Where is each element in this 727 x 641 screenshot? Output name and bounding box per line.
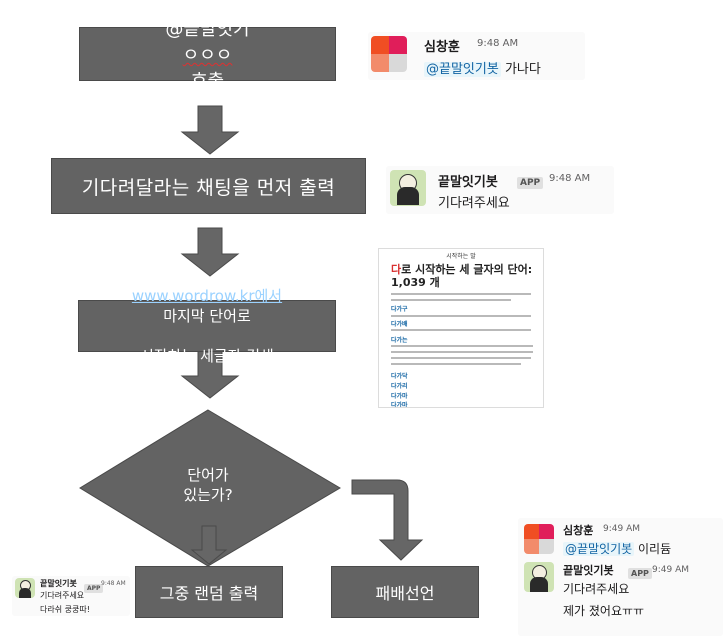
step-call-bot: @끝말잇기 ㅇㅇㅇ 호출	[79, 19, 336, 92]
step3-line1-rest: 마지막 단어로	[163, 307, 251, 325]
chat-bot-result: 끝말잇기봇 APP 9:48 AM 기다려주세요 다라쉬 쿵쿵따!	[12, 576, 130, 616]
shot-entry: 다가마	[391, 393, 408, 400]
arrow-down-1	[180, 105, 240, 155]
chat3-line2: 다라쉬 쿵쿵따!	[40, 605, 90, 614]
chat2-message: 기다려주세요	[438, 196, 510, 211]
chat4-bot-time: 9:49 AM	[652, 565, 689, 575]
step-defeat: 패배선언	[331, 566, 479, 618]
chat1-time: 9:48 AM	[477, 38, 519, 49]
step-search: www.wordrow.kr에서 마지막 단어로 시작하는 세글자 검색	[78, 287, 336, 365]
chat4-line1: 기다려주세요	[563, 582, 630, 596]
arrow-down-2	[180, 227, 240, 277]
step1-suffix: 호출	[190, 71, 225, 92]
chat4-message: @끝말잇기봇 이리듐	[563, 540, 671, 557]
shot-entry: 다가리	[391, 383, 408, 390]
shot-entry: 다가구	[391, 306, 408, 313]
bot-avatar-icon	[524, 562, 554, 592]
step-wait-message: 기다려달라는 채팅을 먼저 출력	[51, 158, 366, 214]
decision-label: 단어가 있는가?	[158, 465, 258, 505]
arrow-no	[351, 479, 424, 561]
step1-squiggle: ㅇㅇㅇ	[182, 45, 233, 66]
avatar-icon	[371, 36, 407, 72]
chat4-name: 심창훈	[563, 524, 594, 537]
shot-entry: 다가닥	[391, 373, 408, 380]
chat1-name: 심창훈	[424, 40, 460, 55]
bot-avatar-icon	[390, 170, 426, 206]
decision-line1: 단어가	[187, 466, 229, 484]
avatar-icon	[524, 524, 554, 554]
chat3-line1: 기다려주세요	[40, 591, 85, 600]
chat2-app-badge: APP	[517, 176, 544, 189]
bot-avatar-icon	[15, 578, 35, 598]
shot-entry: 다가배	[391, 321, 408, 328]
chat4-text: 이리듐	[634, 542, 672, 556]
wordrow-search-screenshot: 시작하는 말 다로 시작하는 세 글자의 단어: 1,039 개 다가구 다가배…	[378, 248, 544, 408]
chat3-time: 9:48 AM	[101, 580, 126, 587]
chat4-time: 9:49 AM	[603, 524, 640, 534]
chat1-text: 가나다	[500, 62, 541, 77]
no-box-label: 패배선언	[375, 584, 435, 603]
chat-user-call: 심창훈 9:48 AM @끝말잇기봇 가나다	[368, 32, 585, 80]
decision-line2: 있는가?	[183, 486, 233, 504]
chat4-bot-name: 끝말잇기봇	[563, 564, 614, 577]
chat2-name: 끝말잇기봇	[438, 175, 498, 190]
yes-box-label: 그중 랜덤 출력	[159, 584, 259, 603]
step3-line2: 시작하는 세글자 검색	[140, 347, 274, 365]
shot-entry: 다가는	[391, 337, 408, 344]
chat3-name: 끝말잇기봇	[40, 579, 77, 588]
step-random-output: 그중 랜덤 출력	[135, 566, 283, 618]
chat1-message: @끝말잇기봇 가나다	[424, 58, 541, 77]
step1-prefix: @끝말잇기	[165, 19, 250, 40]
wordrow-link[interactable]: www.wordrow.kr에서	[131, 287, 283, 305]
step2-label: 기다려달라는 채팅을 먼저 출력	[81, 176, 336, 199]
chat-defeat-thread: 심창훈 9:49 AM @끝말잇기봇 이리듐 끝말잇기봇 APP 9:49 AM…	[518, 518, 723, 636]
chat4-app-badge: APP	[628, 568, 652, 579]
arrow-yes	[190, 525, 228, 565]
chat-bot-wait: 끝말잇기봇 APP 9:48 AM 기다려주세요	[386, 166, 614, 214]
shot-title: 다로 시작하는 세 글자의 단어: 1,039 개	[391, 263, 533, 289]
arrow-down-3	[180, 349, 240, 399]
chat1-mention[interactable]: @끝말잇기봇	[424, 62, 501, 77]
shot-entry: 다가마	[391, 402, 408, 408]
chat4-mention[interactable]: @끝말잇기봇	[563, 542, 635, 556]
chat3-app-badge: APP	[84, 584, 104, 593]
chat2-time: 9:48 AM	[549, 173, 591, 184]
chat4-line2: 제가 졌어요ㅠㅠ	[563, 604, 645, 618]
shot-header: 시작하는 말	[446, 253, 476, 260]
